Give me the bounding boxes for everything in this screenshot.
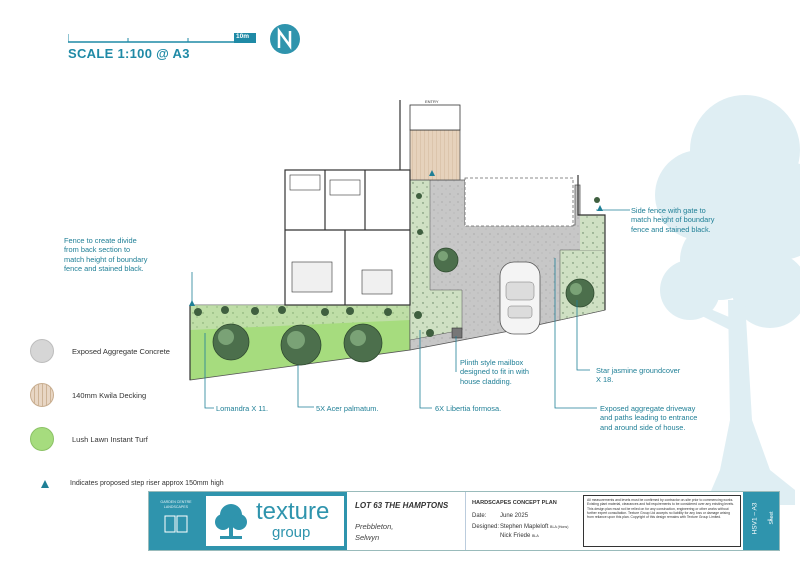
legend-swatch-decking: [30, 383, 54, 407]
garage-outline: [464, 177, 574, 227]
step-riser-note: Indicates proposed step riser approx 150…: [70, 480, 224, 487]
step-riser-icon: [41, 480, 49, 488]
legend: Exposed Aggregate Concrete 140mm Kwila D…: [30, 338, 230, 452]
shrub-markers: [194, 193, 600, 337]
scale-bar-label: 10m: [236, 33, 250, 40]
entry-label: ENTRY: [425, 99, 439, 104]
sheet-panel: HSV1 – A3 Sheet 1: [743, 492, 779, 550]
sheet-number: 1: [767, 518, 774, 522]
note-acer: 5X Acer palmatum.: [316, 404, 379, 413]
date-value: June 2025: [500, 513, 529, 519]
note-driveway: Exposed aggregate driveway and paths lea…: [600, 404, 698, 432]
location-line2: Selwyn: [355, 533, 380, 542]
designer1: Stephen Mapleloft BLA (Hons): [500, 524, 568, 530]
small-brand-logo: GARDEN CENTRE LANDSCAPES: [155, 500, 197, 540]
small-brand-text: GARDEN CENTRE LANDSCAPES: [160, 500, 192, 509]
lot-title: LOT 63 THE HAMPTONS: [355, 501, 449, 510]
legend-label: 140mm Kwila Decking: [72, 390, 147, 400]
sheet-code: HSV1 – A3: [751, 502, 759, 535]
tree-logo-icon: [215, 504, 247, 539]
note-lomandra: Lomandra X 11.: [216, 404, 269, 413]
plan-details: HARDSCAPES CONCEPT PLAN Date: June 2025 …: [465, 492, 584, 550]
note-fence-divide: Fence to create divide from back section…: [64, 236, 148, 274]
disclaimer-box: All measurements and levels must be conf…: [583, 495, 741, 547]
note-libertia: 6X Libertia formosa.: [435, 404, 502, 413]
designer1-quals: BLA (Hons): [550, 525, 569, 529]
note-mailbox: Plinth style mailbox designed to fit in …: [460, 358, 530, 386]
brand-panel: GARDEN CENTRE LANDSCAPES texture group: [149, 492, 347, 550]
legend-item: 140mm Kwila Decking: [30, 382, 230, 408]
location-line1: Prebbleton,: [355, 522, 394, 531]
leaf-logo-icon: [164, 515, 188, 533]
mailbox-icon: [451, 327, 463, 339]
legend-item: Exposed Aggregate Concrete: [30, 338, 230, 364]
car-icon: [499, 261, 541, 335]
north-arrow-icon: [270, 24, 300, 54]
date-label: Date:: [472, 513, 487, 519]
note-side-fence: Side fence with gate to match height of …: [631, 206, 715, 234]
scale-bar: [68, 33, 256, 43]
tree-highlights: [218, 251, 582, 349]
texture-logo: texture group: [206, 496, 344, 546]
legend-swatch-concrete: [30, 339, 54, 363]
legend-label: Lush Lawn Instant Turf: [72, 434, 148, 444]
brand-sub: group: [272, 524, 311, 541]
note-jasmine: Star jasmine groundcover X 18.: [596, 366, 681, 385]
brand-main: texture: [256, 498, 330, 525]
designer2-quals: BLA: [532, 534, 539, 538]
scale-label: SCALE 1:100 @ A3: [68, 46, 190, 61]
disclaimer-text: All measurements and levels must be conf…: [587, 498, 735, 520]
plan-title: HARDSCAPES CONCEPT PLAN: [472, 500, 557, 506]
designer2: Nick Friede BLA: [500, 533, 539, 539]
title-block: GARDEN CENTRE LANDSCAPES texture group L…: [148, 491, 780, 551]
designed-label: Designed:: [472, 524, 500, 530]
entry-deck: [409, 129, 461, 181]
designer1-name: Stephen Mapleloft: [500, 524, 549, 530]
legend-item: Lush Lawn Instant Turf: [30, 426, 230, 452]
designer2-name: Nick Friede: [500, 533, 531, 539]
house-outline: [284, 100, 411, 306]
legend-swatch-turf: [30, 427, 54, 451]
legend-label: Exposed Aggregate Concrete: [72, 346, 170, 356]
